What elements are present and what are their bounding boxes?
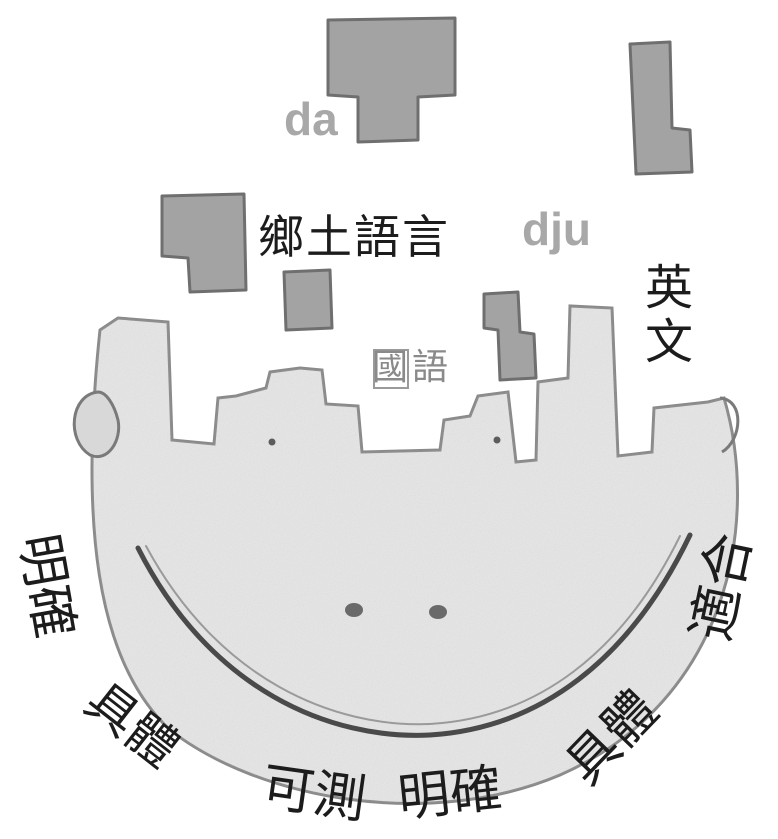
left-nostril (345, 603, 363, 617)
block-small-square (282, 268, 334, 332)
label-local-language: 鄉土語言 (258, 210, 450, 264)
label-mandarin: 國語 (372, 347, 453, 388)
left-dimple (268, 438, 276, 446)
smile-mouth-highlight (145, 535, 681, 726)
smile-mouth (135, 532, 693, 738)
block-top-center (326, 16, 457, 144)
right-nostril (429, 605, 447, 619)
floating-blocks (160, 16, 694, 382)
label-english: 英文 (636, 262, 692, 370)
label-dju: dju (522, 203, 591, 255)
smiling-bowl (72, 304, 740, 805)
right-ear (719, 396, 740, 454)
block-left (160, 192, 248, 294)
label-da: da (284, 93, 338, 145)
block-top-right (628, 40, 694, 176)
left-ear (72, 390, 121, 459)
label-bottom-measurable: 可測 (258, 757, 370, 831)
label-bottom-clear: 明確 (395, 758, 505, 830)
block-falling-piece (482, 290, 538, 382)
mandarin-char-box (373, 349, 409, 389)
right-dimple (493, 436, 501, 444)
